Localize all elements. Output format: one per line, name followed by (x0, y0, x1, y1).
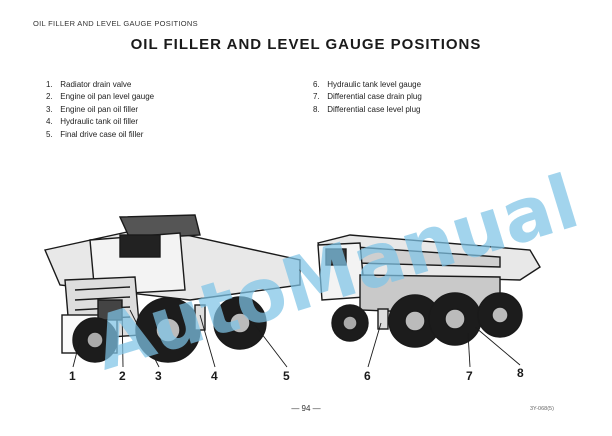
legend-number: 8. (313, 104, 320, 114)
legend-label: Differential case drain plug (327, 92, 422, 102)
callout-label: 8 (517, 366, 524, 380)
legend-list-right: 6. Hydraulic tank level gauge 7. Differe… (313, 79, 422, 116)
legend-label: Final drive case oil filler (60, 129, 144, 139)
legend-item: 3. Engine oil pan oil filler (46, 104, 154, 116)
callout-label: 7 (466, 369, 473, 383)
legend-label: Radiator drain valve (60, 80, 132, 89)
legend-label: Engine oil pan level gauge (60, 92, 155, 102)
legend-item: 8. Differential case level plug (313, 104, 422, 116)
legend-item: 1. Radiator drain valve (46, 79, 154, 91)
legend-number: 1. (46, 80, 53, 89)
legend-item: 5. Final drive case oil filler (46, 129, 154, 141)
callout-label: 3 (155, 369, 162, 383)
callout-label: 6 (364, 369, 371, 383)
callout-label: 5 (283, 369, 290, 383)
dump-truck-illustration (44, 214, 541, 368)
legend-label: Hydraulic tank oil filler (60, 117, 139, 127)
callout-label: 2 (119, 369, 126, 383)
legend-list-left: 1. Radiator drain valve 2. Engine oil pa… (46, 79, 154, 141)
callout-label: 1 (69, 369, 76, 383)
legend-item: 7. Differential case drain plug (313, 91, 422, 103)
legend-label: Engine oil pan oil filler (60, 104, 139, 114)
legend-item: 6. Hydraulic tank level gauge (313, 79, 422, 91)
legend-number: 4. (46, 117, 53, 127)
callout-label: 4 (211, 369, 218, 383)
legend-item: 2. Engine oil pan level gauge (46, 91, 154, 103)
callout-leader-lines (72, 304, 521, 368)
running-head: OIL FILLER AND LEVEL GAUGE POSITIONS (33, 19, 198, 28)
page-title: OIL FILLER AND LEVEL GAUGE POSITIONS (130, 36, 482, 53)
legend-label: Hydraulic tank level gauge (327, 80, 422, 89)
legend-label: Differential case level plug (327, 104, 421, 114)
legend-item: 4. Hydraulic tank oil filler (46, 116, 154, 128)
legend-number: 3. (46, 104, 53, 114)
legend-number: 7. (313, 92, 320, 102)
front-truck-drawing (44, 214, 301, 363)
legend-number: 6. (313, 80, 320, 89)
legend-number: 2. (46, 92, 53, 102)
page-number: — 94 — (291, 404, 321, 413)
figure-code: 3Y-068(5) (530, 406, 554, 412)
legend-number: 5. (46, 129, 53, 139)
rear-truck-drawing (317, 234, 541, 348)
